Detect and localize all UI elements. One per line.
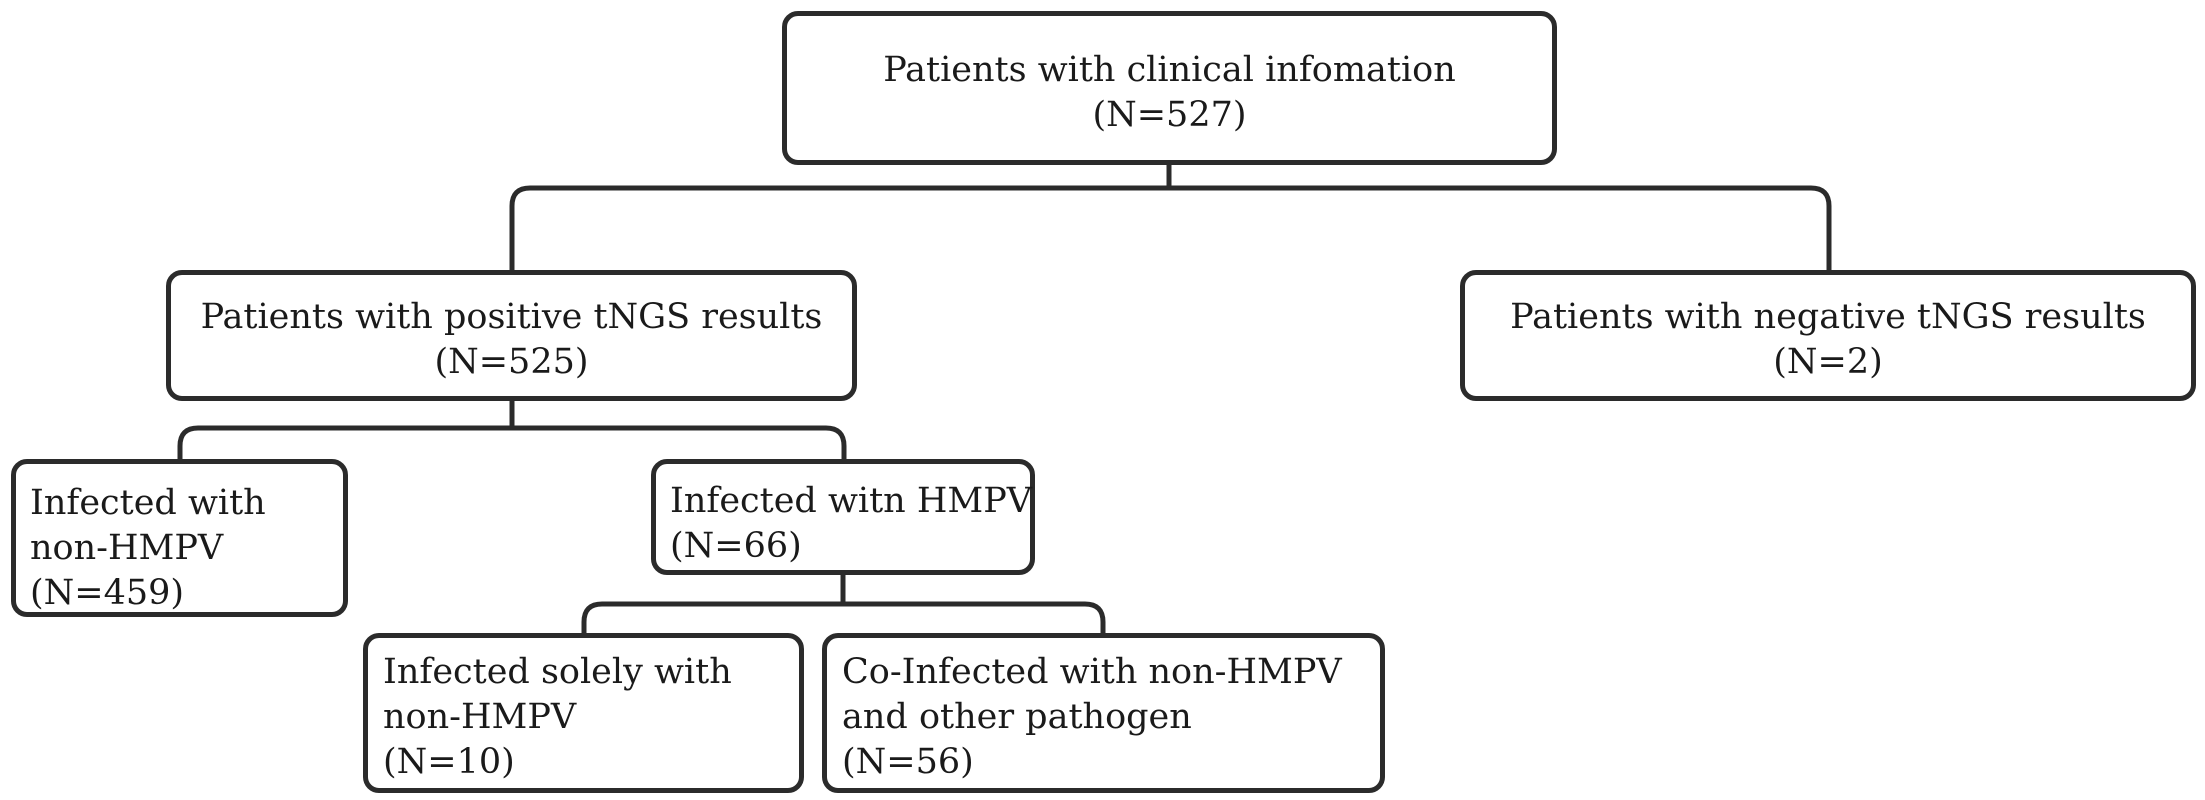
node-infected-hmpv: Infected witn HMPV (N=66) xyxy=(651,459,1035,575)
node-infected-solely: Infected solely with non-HMPV (N=10) xyxy=(363,633,804,793)
connector-root-to-positive xyxy=(509,185,1169,270)
node-title-line-1: Infected with xyxy=(30,483,266,523)
connector-root-to-negative xyxy=(1169,185,1832,270)
node-title: Patients with positive tNGS results xyxy=(200,297,823,337)
connector-positive-to-hmpv xyxy=(512,425,847,459)
node-title-line-1: Infected solely with xyxy=(383,652,732,692)
connector-hmpv-to-solely xyxy=(581,601,843,633)
node-count: (N=527) xyxy=(1092,95,1247,135)
node-clinical-information: Patients with clinical infomation (N=527… xyxy=(782,11,1557,165)
node-title-line-2: non-HMPV xyxy=(30,528,224,568)
node-infected-non-hmpv: Infected with non-HMPV (N=459) xyxy=(11,459,348,617)
node-title-line-1: Co-Infected with non-HMPV xyxy=(842,652,1342,692)
node-count: (N=10) xyxy=(383,742,515,782)
node-count: (N=66) xyxy=(670,526,802,566)
connector-hmpv-to-coinfected xyxy=(843,601,1106,633)
node-title-line-2: non-HMPV xyxy=(383,697,577,737)
node-title: Infected witn HMPV xyxy=(670,481,1033,521)
node-count: (N=2) xyxy=(1773,342,1883,382)
node-co-infected: Co-Infected with non-HMPV and other path… xyxy=(822,633,1385,793)
connector-positive-to-nonhmpv xyxy=(177,425,512,459)
node-title-line-2: and other pathogen xyxy=(842,697,1192,737)
node-count: (N=56) xyxy=(842,742,974,782)
node-count: (N=525) xyxy=(434,342,589,382)
node-negative-tngs: Patients with negative tNGS results (N=2… xyxy=(1460,270,2196,401)
node-count: (N=459) xyxy=(30,573,185,613)
node-title: Patients with negative tNGS results xyxy=(1510,297,2146,337)
node-positive-tngs: Patients with positive tNGS results (N=5… xyxy=(166,270,857,401)
node-title: Patients with clinical infomation xyxy=(883,50,1456,90)
